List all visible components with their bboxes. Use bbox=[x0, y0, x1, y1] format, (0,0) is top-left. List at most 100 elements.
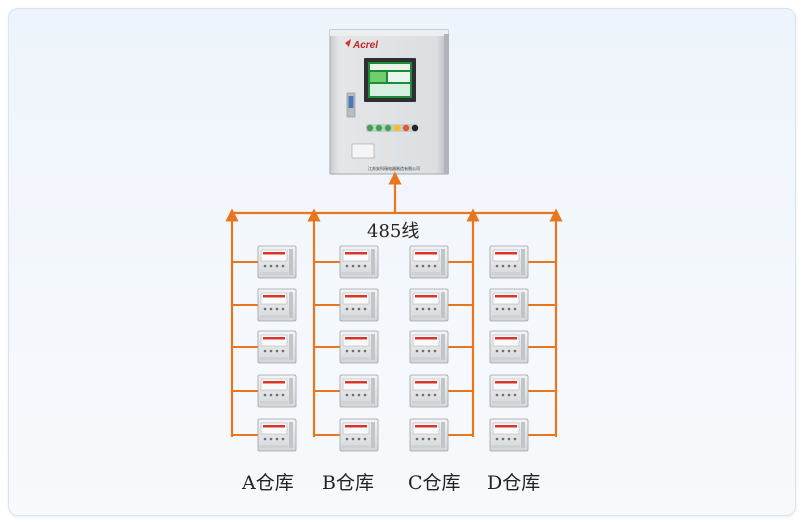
meter-terminal bbox=[371, 334, 375, 360]
meter-base bbox=[412, 315, 440, 318]
meter-accent-bar bbox=[495, 252, 517, 255]
meter-button bbox=[507, 393, 511, 397]
meter-button bbox=[427, 393, 431, 397]
meter-terminal bbox=[441, 334, 445, 360]
meter-display bbox=[412, 249, 440, 262]
meter-display bbox=[260, 334, 288, 347]
meter-display bbox=[412, 378, 440, 391]
meter-accent-bar bbox=[345, 425, 367, 428]
meter-base bbox=[260, 401, 288, 404]
meter-terminal bbox=[289, 292, 293, 318]
meter-button bbox=[363, 307, 367, 311]
meter-accent-bar bbox=[495, 381, 517, 384]
meter-accent-bar bbox=[345, 252, 367, 255]
acrel-logo: Acrel bbox=[345, 39, 378, 51]
meter-terminal bbox=[441, 422, 445, 448]
meter-button bbox=[501, 393, 505, 397]
meter-accent-bar bbox=[263, 337, 285, 340]
meter-accent-bar bbox=[263, 425, 285, 428]
meter-terminal bbox=[441, 249, 445, 275]
meter-terminal bbox=[521, 249, 525, 275]
meter-button bbox=[357, 264, 361, 268]
meter-base bbox=[412, 445, 440, 448]
meter-button bbox=[351, 264, 355, 268]
meter-base bbox=[412, 272, 440, 275]
meter-button bbox=[263, 437, 267, 441]
meter-display bbox=[492, 249, 520, 262]
meter-base bbox=[492, 445, 520, 448]
meter-button bbox=[357, 349, 361, 353]
meter-button bbox=[513, 264, 517, 268]
meter-button bbox=[281, 437, 285, 441]
energy-meter bbox=[489, 288, 529, 322]
energy-meter bbox=[257, 330, 297, 364]
meter-array bbox=[257, 245, 529, 452]
meter-button bbox=[415, 349, 419, 353]
meter-accent-bar bbox=[495, 337, 517, 340]
meter-accent-bar bbox=[345, 381, 367, 384]
meter-base bbox=[260, 315, 288, 318]
meter-button bbox=[275, 264, 279, 268]
meter-button bbox=[513, 349, 517, 353]
warehouse-label-b: B仓库 bbox=[322, 472, 374, 494]
energy-meter bbox=[339, 330, 379, 364]
meter-button bbox=[351, 437, 355, 441]
meter-button bbox=[501, 264, 505, 268]
meter-display bbox=[492, 422, 520, 435]
meter-button bbox=[427, 349, 431, 353]
meter-button bbox=[495, 349, 499, 353]
meter-terminal bbox=[521, 422, 525, 448]
meter-button bbox=[275, 437, 279, 441]
meter-button bbox=[415, 393, 419, 397]
meter-button bbox=[421, 307, 425, 311]
meter-button bbox=[421, 349, 425, 353]
meter-button bbox=[357, 393, 361, 397]
meter-button bbox=[433, 307, 437, 311]
meter-button bbox=[345, 264, 349, 268]
meter-terminal bbox=[289, 422, 293, 448]
panel-nameplate bbox=[351, 143, 375, 159]
meter-display bbox=[260, 422, 288, 435]
meter-display bbox=[342, 249, 370, 262]
meter-button bbox=[269, 437, 273, 441]
meter-button bbox=[427, 437, 431, 441]
energy-meter bbox=[409, 288, 449, 322]
meter-base bbox=[260, 272, 288, 275]
meter-display bbox=[260, 292, 288, 305]
warehouse-label-d: D仓库 bbox=[487, 472, 541, 494]
energy-meter bbox=[257, 418, 297, 452]
warehouse-label-c: C仓库 bbox=[408, 472, 461, 494]
energy-meter bbox=[257, 374, 297, 408]
meter-button bbox=[263, 349, 267, 353]
panel-brand-text: Acrel bbox=[352, 40, 378, 51]
meter-button bbox=[363, 349, 367, 353]
meter-accent-bar bbox=[495, 425, 517, 428]
meter-display bbox=[260, 249, 288, 262]
meter-button bbox=[427, 264, 431, 268]
meter-accent-bar bbox=[415, 381, 437, 384]
meter-accent-bar bbox=[345, 295, 367, 298]
monitoring-panel: Acrel bbox=[329, 29, 449, 175]
meter-button bbox=[513, 393, 517, 397]
meter-accent-bar bbox=[415, 425, 437, 428]
meter-button bbox=[345, 393, 349, 397]
meter-button bbox=[351, 307, 355, 311]
meter-terminal bbox=[371, 378, 375, 404]
meter-button bbox=[421, 393, 425, 397]
energy-meter bbox=[489, 330, 529, 364]
meter-terminal bbox=[521, 378, 525, 404]
meter-button bbox=[281, 264, 285, 268]
warehouse-label-a: A仓库 bbox=[242, 472, 294, 494]
meter-button bbox=[345, 307, 349, 311]
meter-button bbox=[495, 264, 499, 268]
meter-base bbox=[492, 272, 520, 275]
meter-button bbox=[433, 393, 437, 397]
meter-display bbox=[260, 378, 288, 391]
meter-base bbox=[260, 357, 288, 360]
meter-terminal bbox=[289, 378, 293, 404]
meter-button bbox=[507, 437, 511, 441]
meter-button bbox=[495, 307, 499, 311]
meter-button bbox=[263, 307, 267, 311]
meter-button bbox=[263, 264, 267, 268]
